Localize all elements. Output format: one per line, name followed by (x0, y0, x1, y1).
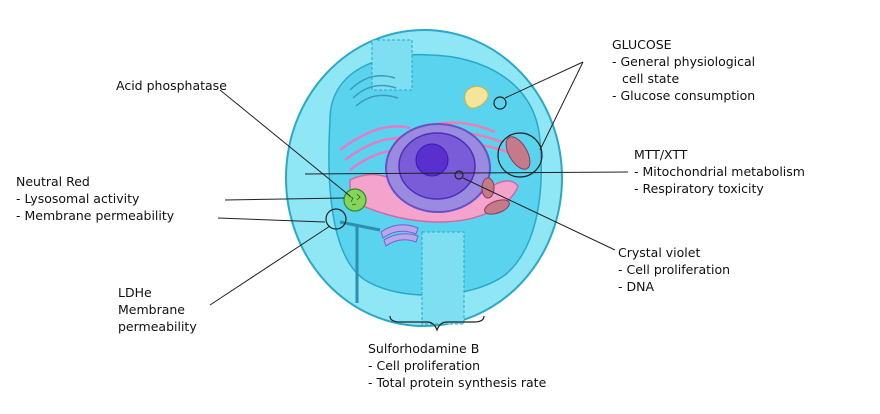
cell-junction-bottom (421, 231, 465, 325)
neutral-red-title: Neutral Red (16, 174, 90, 189)
label-ldhe: LDHe Membrane permeability (118, 284, 197, 335)
line-acid-phosphatase (219, 89, 351, 197)
glucose-item-2: cell state (622, 71, 680, 86)
line-glucose-1 (504, 61, 584, 99)
mitochondrion-small (481, 177, 495, 199)
mitochondrion-upper (505, 136, 531, 170)
glucose-title: GLUCOSE (612, 37, 672, 52)
label-crystal-violet: Crystal violet - Cell proliferation - DN… (618, 244, 730, 295)
cell-junction-top (371, 39, 413, 91)
lysosome-detail (348, 193, 361, 206)
label-glucose: GLUCOSE - General physiological cell sta… (612, 36, 755, 104)
acid-phosphatase-title: Acid phosphatase (116, 78, 227, 93)
sulforhodamine-title: Sulforhodamine B (368, 341, 480, 356)
line-mtt (304, 171, 629, 175)
crystal-violet-title: Crystal violet (618, 245, 701, 260)
neutral-red-item-2: - Membrane permeability (16, 208, 175, 223)
membrane-channel (325, 208, 381, 303)
crystal-violet-marker (454, 170, 464, 180)
mtt-title: MTT/XTT (634, 147, 688, 162)
line-neutral-red-1 (224, 197, 345, 201)
secretory-vesicles (380, 224, 419, 247)
mtt-item-2: - Respiratory toxicity (634, 181, 764, 196)
mtt-item-1: - Mitochondrial metabolism (634, 164, 805, 179)
sulforhodamine-brace (389, 315, 485, 332)
sulforhodamine-item-2: - Total protein synthesis rate (368, 375, 547, 390)
crystal-violet-item-2: - DNA (618, 279, 655, 294)
line-glucose-2 (539, 61, 584, 151)
ldhe-line-1: LDHe (118, 285, 152, 300)
label-sulforhodamine: Sulforhodamine B - Cell proliferation - … (368, 340, 546, 391)
label-acid-phosphatase: Acid phosphatase (116, 77, 227, 94)
neutral-red-item-1: - Lysosomal activity (16, 191, 140, 206)
lysosome (343, 188, 367, 212)
ribosome-stack (349, 75, 399, 107)
vacuole (464, 85, 489, 109)
glucose-marker (493, 96, 507, 110)
glucose-item-1: - General physiological (612, 54, 756, 69)
sulforhodamine-item-1: - Cell proliferation (368, 358, 481, 373)
label-neutral-red: Neutral Red - Lysosomal activity - Membr… (16, 173, 174, 224)
ldhe-line-2: Membrane (118, 302, 185, 317)
nucleolus (415, 143, 449, 177)
pointer-lines (209, 61, 629, 306)
mitochondrion-lower (484, 199, 510, 215)
line-ldhe (209, 225, 331, 306)
line-neutral-red-2 (217, 217, 326, 223)
label-mtt: MTT/XTT - Mitochondrial metabolism - Res… (634, 146, 805, 197)
ldhe-line-3: permeability (118, 319, 197, 334)
line-crystal-violet (462, 177, 616, 251)
glucose-item-3: - Glucose consumption (612, 88, 756, 103)
mtt-marker (497, 132, 543, 178)
crystal-violet-item-1: - Cell proliferation (618, 262, 731, 277)
